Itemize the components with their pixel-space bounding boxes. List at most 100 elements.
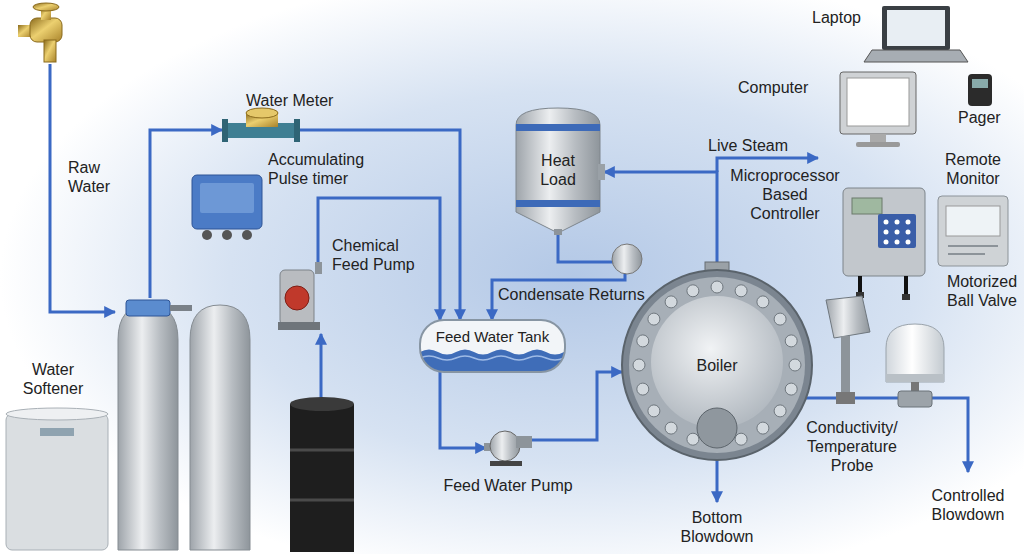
- boiler: [774, 313, 786, 325]
- feed-water-tank: [420, 320, 582, 372]
- pulse-timer: [242, 230, 252, 240]
- boiler: [757, 422, 769, 434]
- part-label: Bottom Blowdown: [675, 508, 759, 546]
- computer: [856, 142, 900, 147]
- controller: [906, 240, 911, 245]
- controller: [895, 220, 900, 225]
- chemical-drum: [290, 397, 354, 552]
- laptop: [887, 10, 945, 46]
- component-node: Feed Water Pump: [486, 428, 530, 466]
- motorized-ball-valve: [886, 324, 944, 382]
- pulse-timer: [202, 230, 212, 240]
- heat-load: [554, 229, 562, 235]
- controller: [843, 188, 925, 276]
- part-label: Pager: [958, 108, 1013, 127]
- controller: [906, 220, 911, 225]
- chemical-drum: [290, 404, 354, 552]
- boiler: [637, 383, 649, 395]
- part-label: Computer: [738, 78, 828, 97]
- pulse-timer: [192, 175, 262, 229]
- pager: [968, 74, 992, 106]
- remote-monitor: [946, 206, 1000, 236]
- controller: [884, 230, 889, 235]
- boiler: [622, 270, 812, 460]
- water-softener: [6, 300, 250, 550]
- water-softener: [126, 300, 170, 316]
- faucet: [44, 40, 56, 62]
- remote-monitor: [948, 246, 998, 254]
- boiler: [665, 422, 677, 434]
- controller: [884, 240, 889, 245]
- controller: [902, 294, 910, 300]
- boiler: [757, 296, 769, 308]
- controller: [906, 230, 911, 235]
- part-label: Motorized Ball Valve: [946, 272, 1018, 310]
- conductivity-probe: [836, 392, 855, 404]
- pipe-connector: [492, 235, 625, 320]
- layout-pipe: [321, 158, 968, 502]
- faucet: [33, 3, 59, 11]
- conductivity-probe: [826, 296, 870, 338]
- remote-monitor: [938, 196, 1008, 266]
- component-label: Raw Water: [68, 158, 126, 196]
- water-softener: [40, 428, 74, 436]
- component-node: Chemical Feed Pump: [275, 262, 325, 332]
- water-softener: [118, 305, 178, 550]
- boiler: [687, 433, 699, 445]
- motorized-ball-valve: [898, 391, 932, 407]
- faucet: [18, 3, 62, 62]
- pager: [972, 79, 988, 88]
- part-label: Accumulating Pulse timer: [268, 150, 380, 188]
- computer: [870, 134, 886, 142]
- water-softener: [6, 414, 108, 550]
- boiler: [785, 335, 797, 347]
- part-label: Remote Monitor: [937, 150, 1009, 188]
- controller: [852, 198, 882, 214]
- component-node: Boiler: [622, 270, 812, 460]
- conductivity-probe: [841, 336, 850, 394]
- boiler: [629, 277, 805, 453]
- feed-water-tank: [420, 320, 565, 372]
- water-softener: [170, 305, 192, 311]
- boiler: [774, 405, 786, 417]
- component-node: Water Softener: [115, 298, 253, 550]
- feed-water-pump: [484, 431, 532, 466]
- part-label: Live Steam: [708, 136, 808, 155]
- water-meter: [222, 119, 228, 142]
- boiler: [637, 335, 649, 347]
- motorized-ball-valve: [886, 324, 944, 407]
- remote-monitor: [938, 196, 1008, 266]
- chemical-feed-pump: [280, 270, 314, 325]
- boiler: [622, 262, 812, 460]
- heat-load: [598, 164, 605, 180]
- chemical-feed-pump: [285, 286, 309, 310]
- component-label: Heat Load: [532, 151, 584, 189]
- boiler: [648, 405, 660, 417]
- heat-load: [516, 108, 605, 235]
- part-label: Controlled Blowdown: [920, 486, 1016, 524]
- boiler: [648, 313, 660, 325]
- laptop: [864, 50, 968, 62]
- component-label: Feed Water Tank: [424, 327, 561, 346]
- heat-load: [516, 124, 600, 131]
- feed-water-tank: [420, 350, 565, 373]
- chemical-feed-pump: [278, 262, 322, 330]
- controller: [860, 276, 906, 298]
- faucet: [30, 18, 62, 42]
- pulse-timer: [200, 183, 254, 213]
- chemical-feed-pump: [315, 262, 322, 274]
- boiler: [633, 359, 645, 371]
- feed-water-pump: [516, 436, 532, 448]
- component-label: Boiler: [657, 356, 777, 375]
- pulse-timer: [222, 230, 232, 240]
- pager: [968, 74, 992, 106]
- conductivity-probe: [826, 296, 870, 404]
- controller: [843, 188, 925, 300]
- component-label: Chemical Feed Pump: [332, 236, 424, 274]
- water-meter: [222, 108, 300, 142]
- part-label: Microprocessor Based Controller: [727, 166, 843, 223]
- boiler: [785, 383, 797, 395]
- edge-label: Condensate Returns: [498, 285, 645, 304]
- computer: [840, 72, 916, 147]
- heat-load: [516, 200, 600, 207]
